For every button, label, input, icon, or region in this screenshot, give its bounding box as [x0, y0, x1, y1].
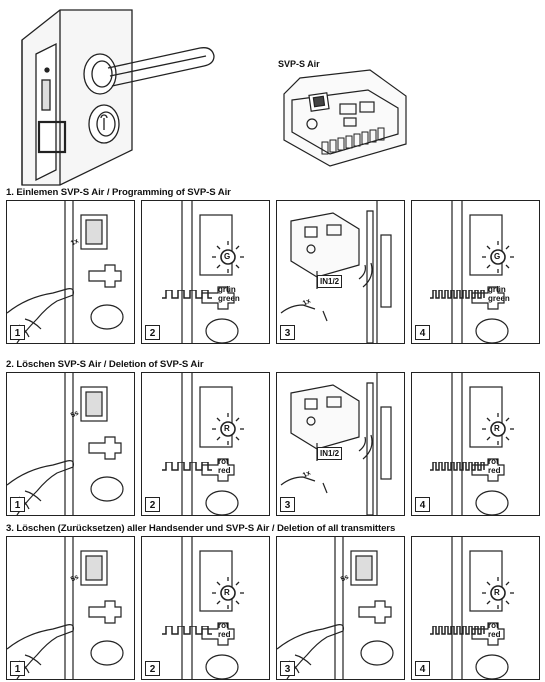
blink-signal-icon	[430, 290, 485, 299]
press-button-illustration	[7, 373, 124, 515]
signal-label-en: red	[488, 466, 501, 475]
hero-illustration: SVP-S Air	[0, 0, 545, 188]
led-illustration	[451, 537, 515, 679]
led-letter: R	[494, 588, 500, 597]
signal-label-en: green	[218, 294, 240, 303]
input-label: IN1/2	[317, 447, 343, 460]
blink-signal-icon	[430, 626, 485, 635]
signal-label-de: grün	[218, 285, 236, 294]
step-number: 3	[280, 497, 295, 512]
led-letter: R	[494, 424, 500, 433]
section-1-step-4-panel: G grün green 4	[411, 200, 540, 344]
section-3-title: 3. Löschen (Zurücksetzen) aller Handsend…	[6, 523, 396, 534]
svp-s-air-module-illustration	[283, 69, 407, 167]
signal-label-en: green	[488, 294, 510, 303]
step-number: 1	[10, 661, 25, 676]
section-2-title: 2. Löschen SVP-S Air / Deletion of SVP-S…	[6, 359, 204, 370]
led-illustration	[451, 373, 515, 515]
step-number: 3	[280, 661, 295, 676]
led-illustration	[181, 201, 245, 343]
section-3-step-2-panel: R rot red 2	[141, 536, 270, 680]
led-letter: R	[224, 424, 230, 433]
led-illustration	[181, 373, 245, 515]
led-letter: R	[224, 588, 230, 597]
section-1-step-2-panel: G grün green 2	[141, 200, 270, 344]
svp-s-air-label: SVP-S Air	[278, 59, 320, 69]
blink-signal-icon	[162, 462, 213, 471]
module-input-illustration	[280, 373, 392, 515]
press-button-illustration	[7, 537, 124, 679]
signal-label-de: rot	[488, 457, 499, 466]
blink-signal-icon	[162, 626, 213, 635]
input-label: IN1/2	[317, 275, 343, 288]
led-illustration	[451, 201, 515, 343]
door-lock-illustration	[21, 9, 215, 186]
section-1-title: 1. Einlemen SVP-S Air / Programming of S…	[6, 187, 231, 198]
signal-label-de: rot	[218, 457, 229, 466]
signal-label-en: red	[218, 630, 231, 639]
signal-label-en: red	[488, 630, 501, 639]
section-3-step-3-panel: 5s 3	[276, 536, 405, 680]
section-2-step-2-panel: R rot red 2	[141, 372, 270, 516]
section-1-step-3-panel: IN1/2 1x 3	[276, 200, 405, 344]
step-number: 4	[415, 497, 430, 512]
blink-signal-icon	[430, 462, 485, 471]
section-1-step-1-panel: 1x 1	[6, 200, 135, 344]
section-2-step-1-panel: 5s 1	[6, 372, 135, 516]
section-3-step-1-panel: 5s 1	[6, 536, 135, 680]
step-number: 1	[10, 325, 25, 340]
signal-label-de: grün	[488, 285, 506, 294]
signal-label-de: rot	[218, 621, 229, 630]
section-2-step-4-panel: R rot red 4	[411, 372, 540, 516]
step-number: 1	[10, 497, 25, 512]
module-input-illustration	[280, 201, 392, 343]
step-number: 2	[145, 497, 160, 512]
blink-signal-icon	[162, 290, 213, 299]
led-illustration	[181, 537, 245, 679]
section-3-step-4-panel: R rot red 4	[411, 536, 540, 680]
step-number: 4	[415, 661, 430, 676]
signal-label-en: red	[218, 466, 231, 475]
led-letter: G	[494, 252, 501, 261]
press-button-illustration	[277, 537, 394, 679]
signal-label-de: rot	[488, 621, 499, 630]
step-number: 2	[145, 325, 160, 340]
press-button-illustration	[7, 201, 124, 343]
step-number: 2	[145, 661, 160, 676]
led-letter: G	[224, 252, 231, 261]
step-number: 4	[415, 325, 430, 340]
step-number: 3	[280, 325, 295, 340]
section-2-step-3-panel: IN1/2 1x 3	[276, 372, 405, 516]
